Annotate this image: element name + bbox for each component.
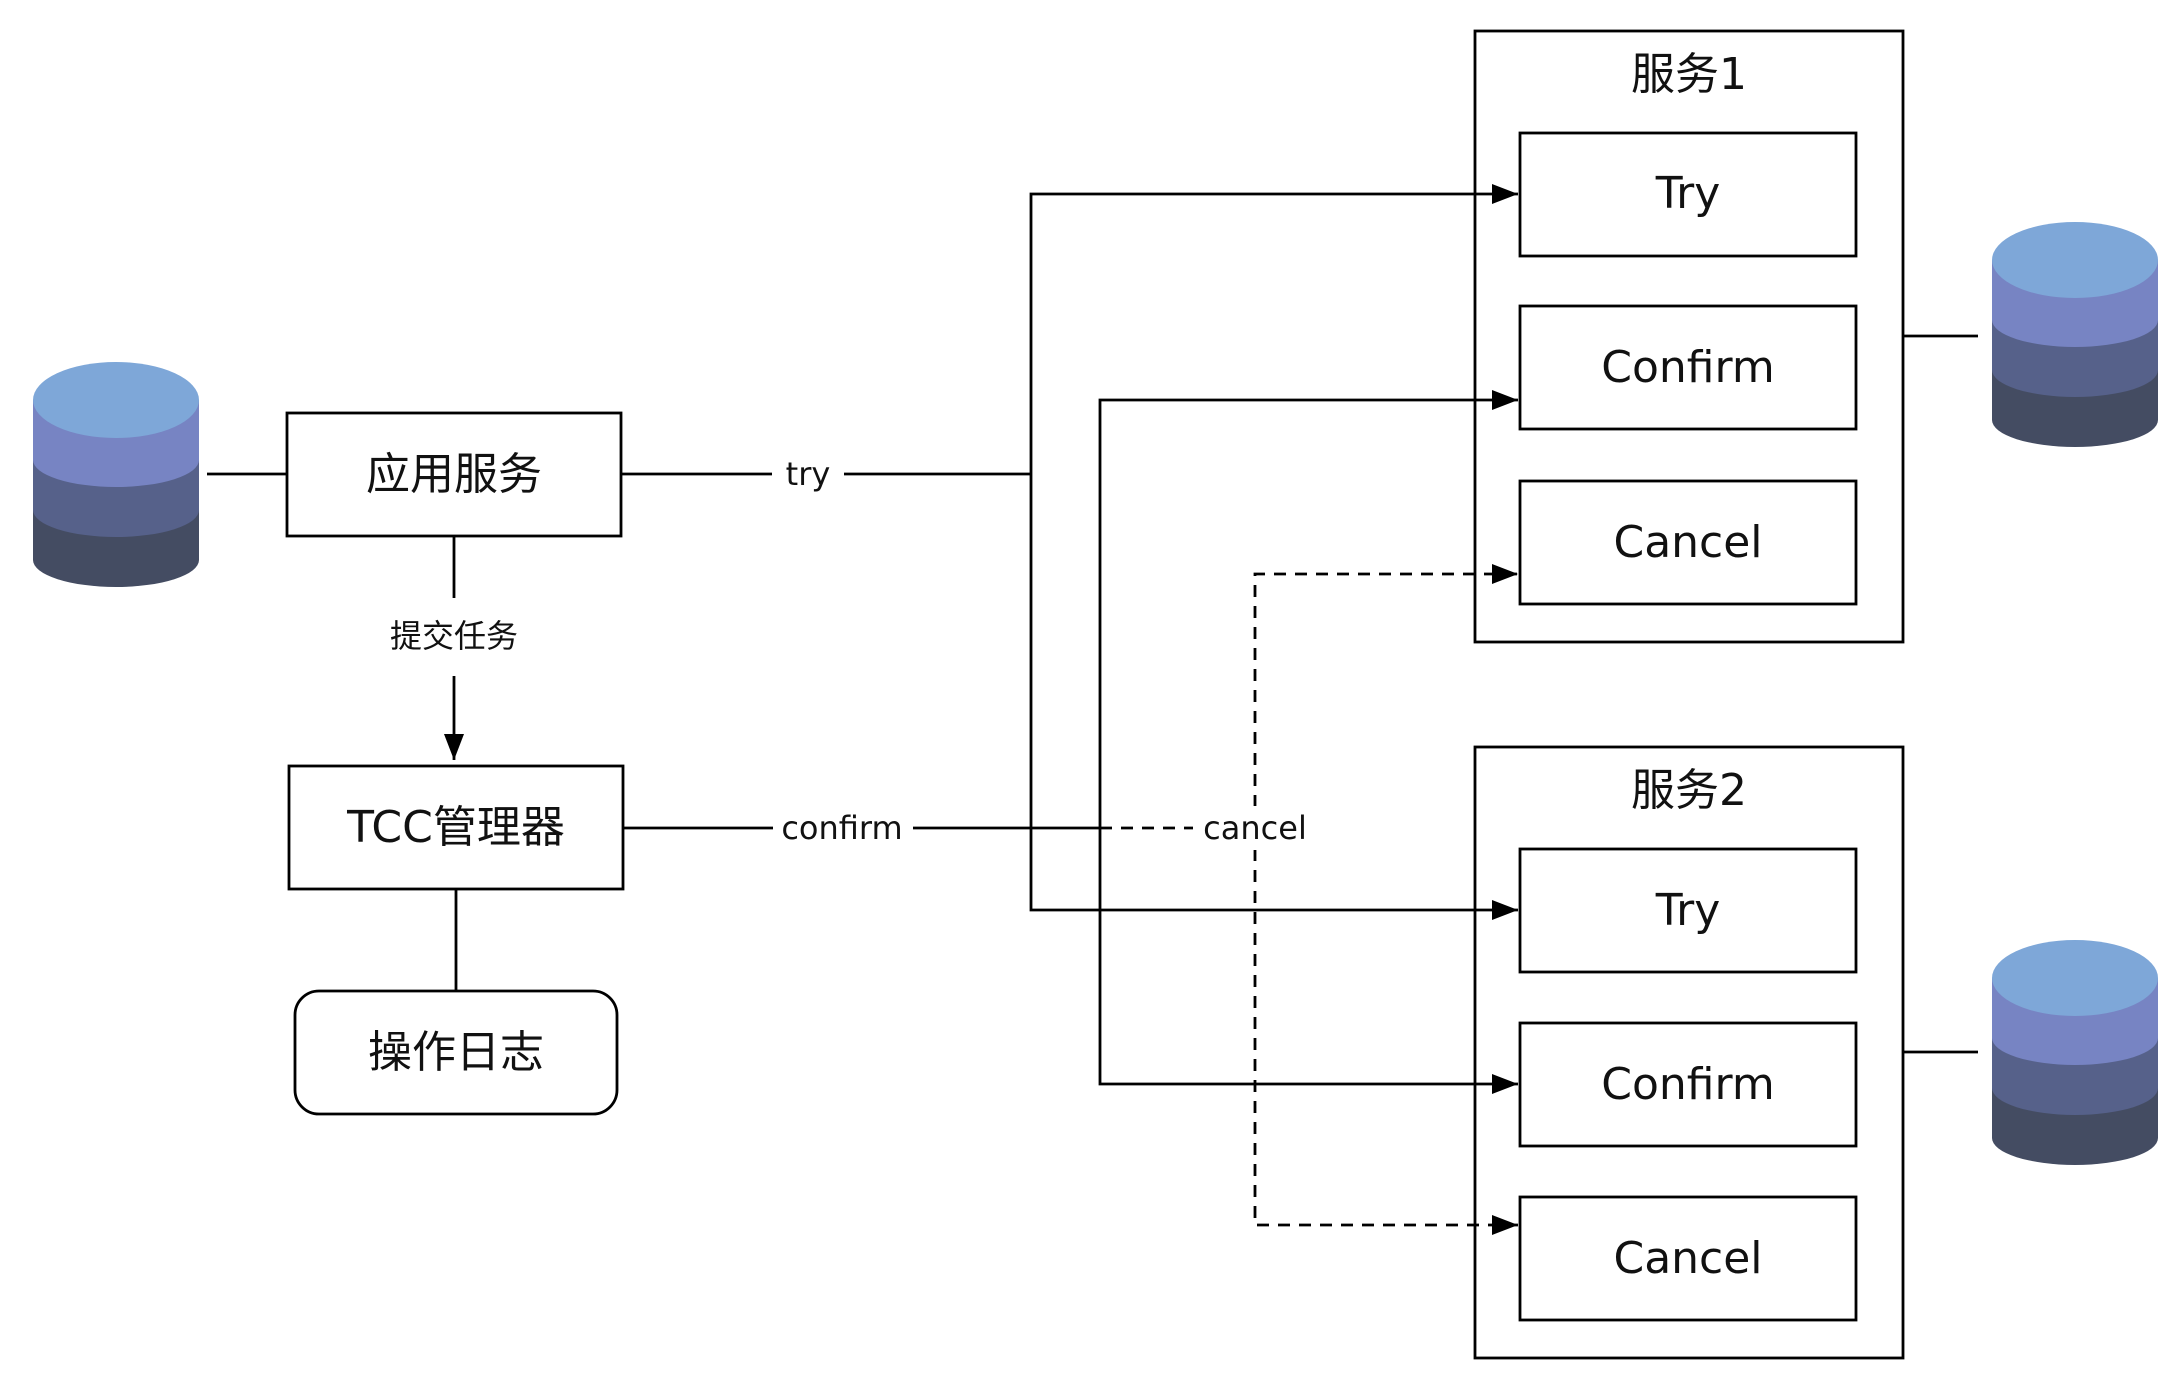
submit-task-edge-label: 提交任务 xyxy=(390,617,518,655)
tcc-manager-label: TCC管理器 xyxy=(346,802,565,853)
confirm-edge-label: confirm xyxy=(781,809,902,847)
service2-confirm-label: Confirm xyxy=(1601,1059,1774,1110)
service1-try-label: Try xyxy=(1655,168,1721,219)
service2-title: 服务2 xyxy=(1631,765,1747,816)
database-icon-service1 xyxy=(1992,222,2158,447)
tcc-manager-box: TCC管理器 xyxy=(287,764,625,891)
cancel-edge-label: cancel xyxy=(1203,809,1307,847)
service1-title: 服务1 xyxy=(1631,49,1747,100)
app-service-label: 应用服务 xyxy=(366,449,542,500)
service1-try-box: Try xyxy=(1518,131,1858,258)
database-icon-app xyxy=(33,362,199,587)
operation-log-label: 操作日志 xyxy=(368,1027,544,1078)
cancel-to-service2 xyxy=(1253,828,1518,1235)
service2-try-label: Try xyxy=(1655,885,1721,936)
service2-cancel-label: Cancel xyxy=(1613,1233,1762,1284)
service2-cancel-box: Cancel xyxy=(1518,1195,1858,1322)
cancel-to-service1 xyxy=(1253,564,1518,828)
service1-confirm-label: Confirm xyxy=(1601,342,1774,393)
try-edge-label: try xyxy=(786,455,831,493)
service1-cancel-box: Cancel xyxy=(1518,479,1858,606)
try-to-service1 xyxy=(1029,184,1518,474)
try-to-service2 xyxy=(1029,474,1518,920)
database-icon-service2 xyxy=(1992,940,2158,1165)
service2-try-box: Try xyxy=(1518,847,1858,974)
service1-cancel-label: Cancel xyxy=(1613,517,1762,568)
app-service-box: 应用服务 xyxy=(285,411,623,538)
confirm-to-service2 xyxy=(1098,828,1518,1094)
service2-confirm-box: Confirm xyxy=(1518,1021,1858,1148)
confirm-to-service1 xyxy=(1098,390,1518,828)
operation-log-box: 操作日志 xyxy=(293,989,619,1116)
service1-confirm-box: Confirm xyxy=(1518,304,1858,431)
